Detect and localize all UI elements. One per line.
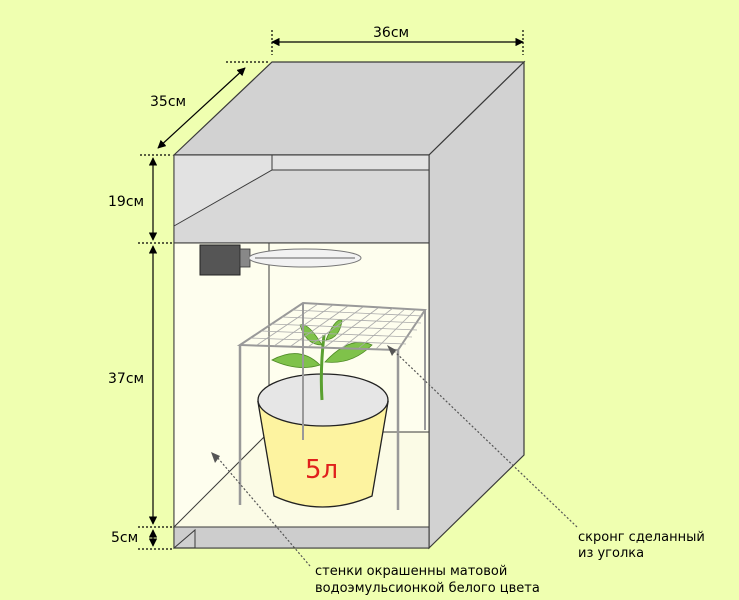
walls-note-line2: водоэмульсионкой белого цвета [315, 581, 540, 596]
dimension-lines [138, 30, 524, 550]
top-compartment-shelf [173, 169, 430, 244]
lamp [199, 244, 362, 276]
lamp-ballast [199, 244, 241, 276]
leaf-left-low [271, 353, 321, 368]
trellis-note-line1: скронг сделанный [578, 530, 705, 545]
annotation-leaders [216, 349, 578, 567]
box-base [173, 526, 430, 550]
trellis-note-line2: из уголка [578, 546, 644, 561]
top-section-height-label: 19см [108, 194, 144, 210]
walls-note-line1: стенки окрашенны матовой [315, 564, 507, 579]
pot-soil [257, 373, 389, 427]
width-label: 36см [373, 25, 409, 41]
base-height-label: 5см [111, 530, 138, 546]
plant-pot: 5л [257, 373, 389, 508]
depth-label: 35см [150, 94, 186, 110]
pot-volume-label: 5л [305, 455, 338, 485]
scrog-trellis [236, 301, 427, 510]
main-section-height-label: 37см [108, 371, 144, 387]
